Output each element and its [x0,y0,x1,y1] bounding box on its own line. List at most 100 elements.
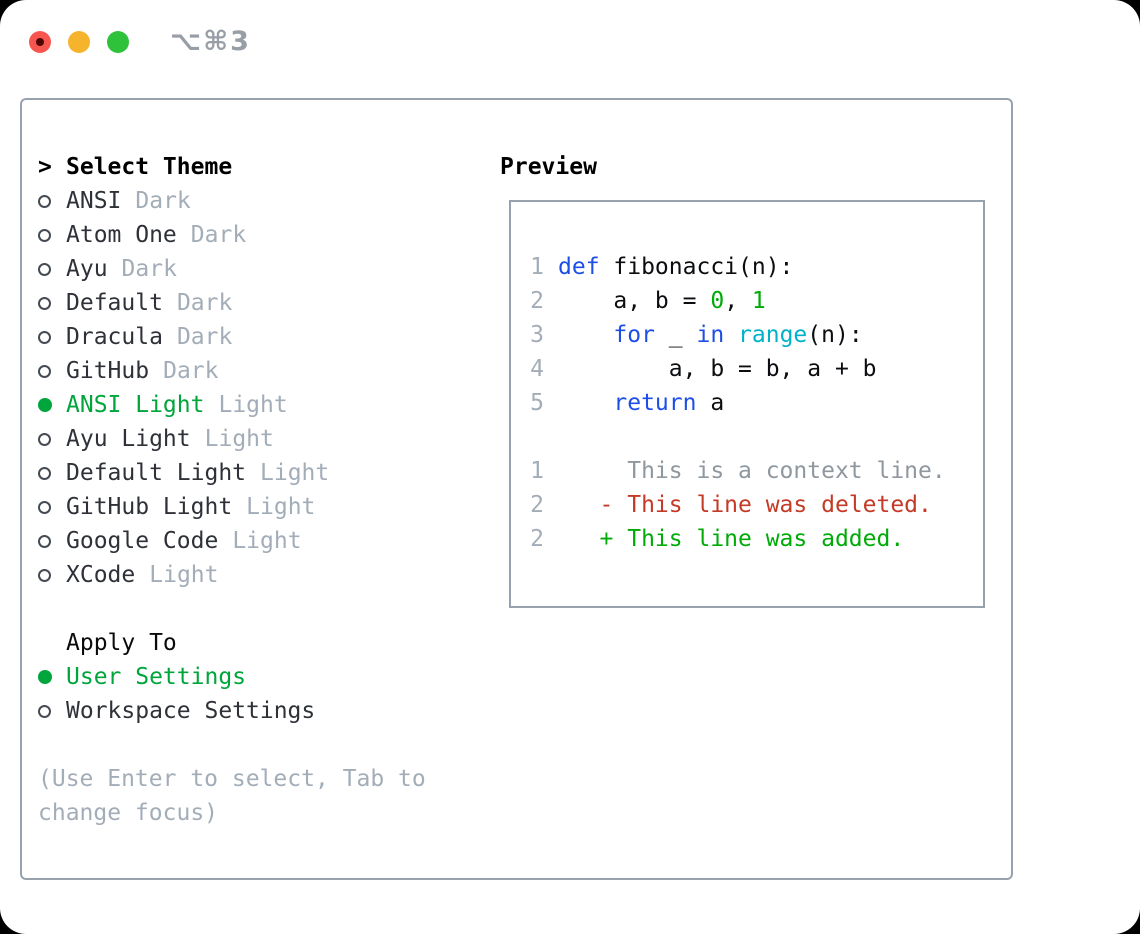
variant-badge: Light [204,426,274,452]
code-line: 3 for _ in range(n): [530,318,983,352]
radio-selected-icon [38,398,52,412]
option-label: ANSI Light [66,392,205,418]
theme-option[interactable]: GitHub Light Light [38,490,458,524]
radio-icon [38,432,51,446]
radio-marker [38,568,66,582]
radio-marker [38,466,66,480]
option-label: ANSI [66,188,122,214]
radio-marker [38,364,66,378]
radio-icon [38,568,51,582]
code-text: - This line was deleted. [558,492,932,518]
variant-badge: Dark [121,256,177,282]
variant-badge: Light [232,528,302,554]
radio-icon [38,194,51,208]
radio-marker [38,670,66,684]
apply-to-title: Apply To [66,630,177,656]
option-label: Google Code [66,528,219,554]
code-text: + This line was added. [558,526,905,552]
radio-marker [38,500,66,514]
line-number: 2 [530,492,544,518]
theme-option[interactable]: Dracula Dark [38,320,458,354]
code-line [530,420,983,454]
code-text: for _ in range(n): [613,322,863,348]
radio-icon [38,534,51,548]
radio-marker [38,534,66,548]
variant-badge: Dark [176,324,233,350]
option-label: Dracula [66,324,163,350]
line-number: 2 [530,526,544,552]
option-label: Default Light [66,460,247,486]
window-shortcut-label: ⌥⌘3 [170,26,251,57]
variant-badge: Dark [190,222,247,248]
minimize-button[interactable] [68,30,90,53]
variant-badge: Dark [176,290,233,316]
line-number: 4 [530,356,544,382]
radio-icon [38,704,51,718]
line-number: 5 [530,390,544,416]
theme-option[interactable]: Default Dark [38,286,458,320]
apply-option[interactable]: User Settings [38,660,458,694]
line-number: 3 [530,322,544,348]
theme-option[interactable]: Ayu Dark [38,252,458,286]
theme-option[interactable]: XCode Light [38,558,458,592]
titlebar: ⌥⌘3 [29,26,251,57]
variant-badge: Light [260,460,330,486]
code-text: a, b = 0, 1 [558,288,766,314]
code-text: return a [613,390,725,416]
option-label: Ayu [66,256,108,282]
radio-marker [38,704,66,718]
radio-marker [38,262,66,276]
apply-to-header: Apply To [38,626,458,660]
option-label: GitHub [66,358,150,384]
prompt-chevron-icon: > [38,154,52,180]
radio-marker [38,296,66,310]
spacer [38,592,458,626]
radio-icon [38,466,51,480]
radio-marker [38,228,66,242]
radio-icon [38,364,51,378]
code-line: 1 def fibonacci(n): [530,250,983,284]
line-number: 2 [530,288,544,314]
code-line: 4 a, b = b, a + b [530,352,983,386]
option-label: Atom One [66,222,177,248]
theme-option[interactable]: Atom One Dark [38,218,458,252]
line-number: 1 [530,254,544,280]
radio-icon [38,262,51,276]
variant-badge: Light [149,562,219,588]
radio-icon [38,500,51,514]
line-number: 1 [530,458,544,484]
theme-option[interactable]: Ayu Light Light [38,422,458,456]
radio-icon [38,330,51,344]
code-line: 1 This is a context line. [530,454,983,488]
option-label: XCode [66,562,136,588]
theme-option[interactable]: Default Light Light [38,456,458,490]
close-button[interactable] [29,30,51,53]
variant-badge: Light [246,494,316,520]
option-label: Workspace Settings [66,698,316,724]
option-label: Default [66,290,163,316]
code-line: 5 return a [530,386,983,420]
option-label: GitHub Light [66,494,233,520]
radio-icon [38,296,51,310]
option-label: Ayu Light [66,426,191,452]
code-line: 2 a, b = 0, 1 [530,284,983,318]
close-dot-icon [36,37,44,46]
apply-option[interactable]: Workspace Settings [38,694,458,728]
option-label: User Settings [66,664,247,690]
select-theme-header: > Select Theme [38,150,458,184]
radio-marker [38,398,66,412]
theme-option[interactable]: Google Code Light [38,524,458,558]
select-theme-title: Select Theme [66,154,233,180]
code-text: def fibonacci(n): [558,254,794,280]
maximize-button[interactable] [107,30,129,53]
preview-title: Preview [500,154,597,180]
